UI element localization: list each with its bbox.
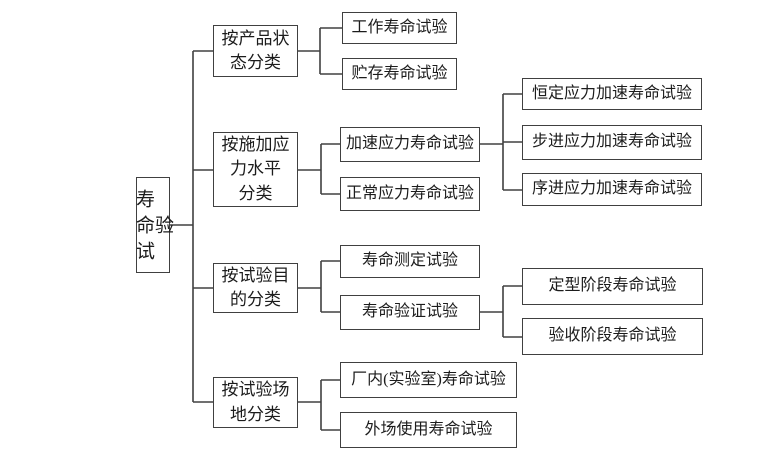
node-finalization-stage-life-test: 定型阶段寿命试验 — [522, 268, 703, 305]
node-working-life-test: 工作寿命试验 — [342, 12, 457, 44]
node-normal-stress-life-test: 正常应力寿命试验 — [340, 177, 480, 211]
node-progressive-stress-accelerated-test: 序进应力加速寿命试验 — [522, 173, 702, 206]
node-life-verification-test: 寿命验证试验 — [340, 295, 480, 330]
node-constant-stress-accelerated-test: 恒定应力加速寿命试验 — [522, 78, 702, 110]
node-accelerated-stress-life-test: 加速应力寿命试验 — [340, 127, 480, 162]
node-storage-life-test: 贮存寿命试验 — [342, 58, 457, 90]
node-step-stress-accelerated-test: 步进应力加速寿命试验 — [522, 125, 702, 160]
node-acceptance-stage-life-test: 验收阶段寿命试验 — [522, 318, 703, 355]
node-in-plant-lab-life-test: 厂内(实验室)寿命试验 — [340, 362, 517, 398]
node-category-test-site: 按试验场 地分类 — [213, 377, 298, 428]
node-life-measurement-test: 寿命测定试验 — [340, 245, 480, 278]
node-category-product-state: 按产品状 态分类 — [213, 25, 298, 77]
node-life-test-root: 寿命试验 — [133, 177, 173, 273]
node-category-stress-level: 按施加应 力水平 分类 — [213, 132, 298, 207]
node-category-test-purpose: 按试验目 的分类 — [213, 263, 298, 313]
node-field-use-life-test: 外场使用寿命试验 — [340, 412, 517, 448]
